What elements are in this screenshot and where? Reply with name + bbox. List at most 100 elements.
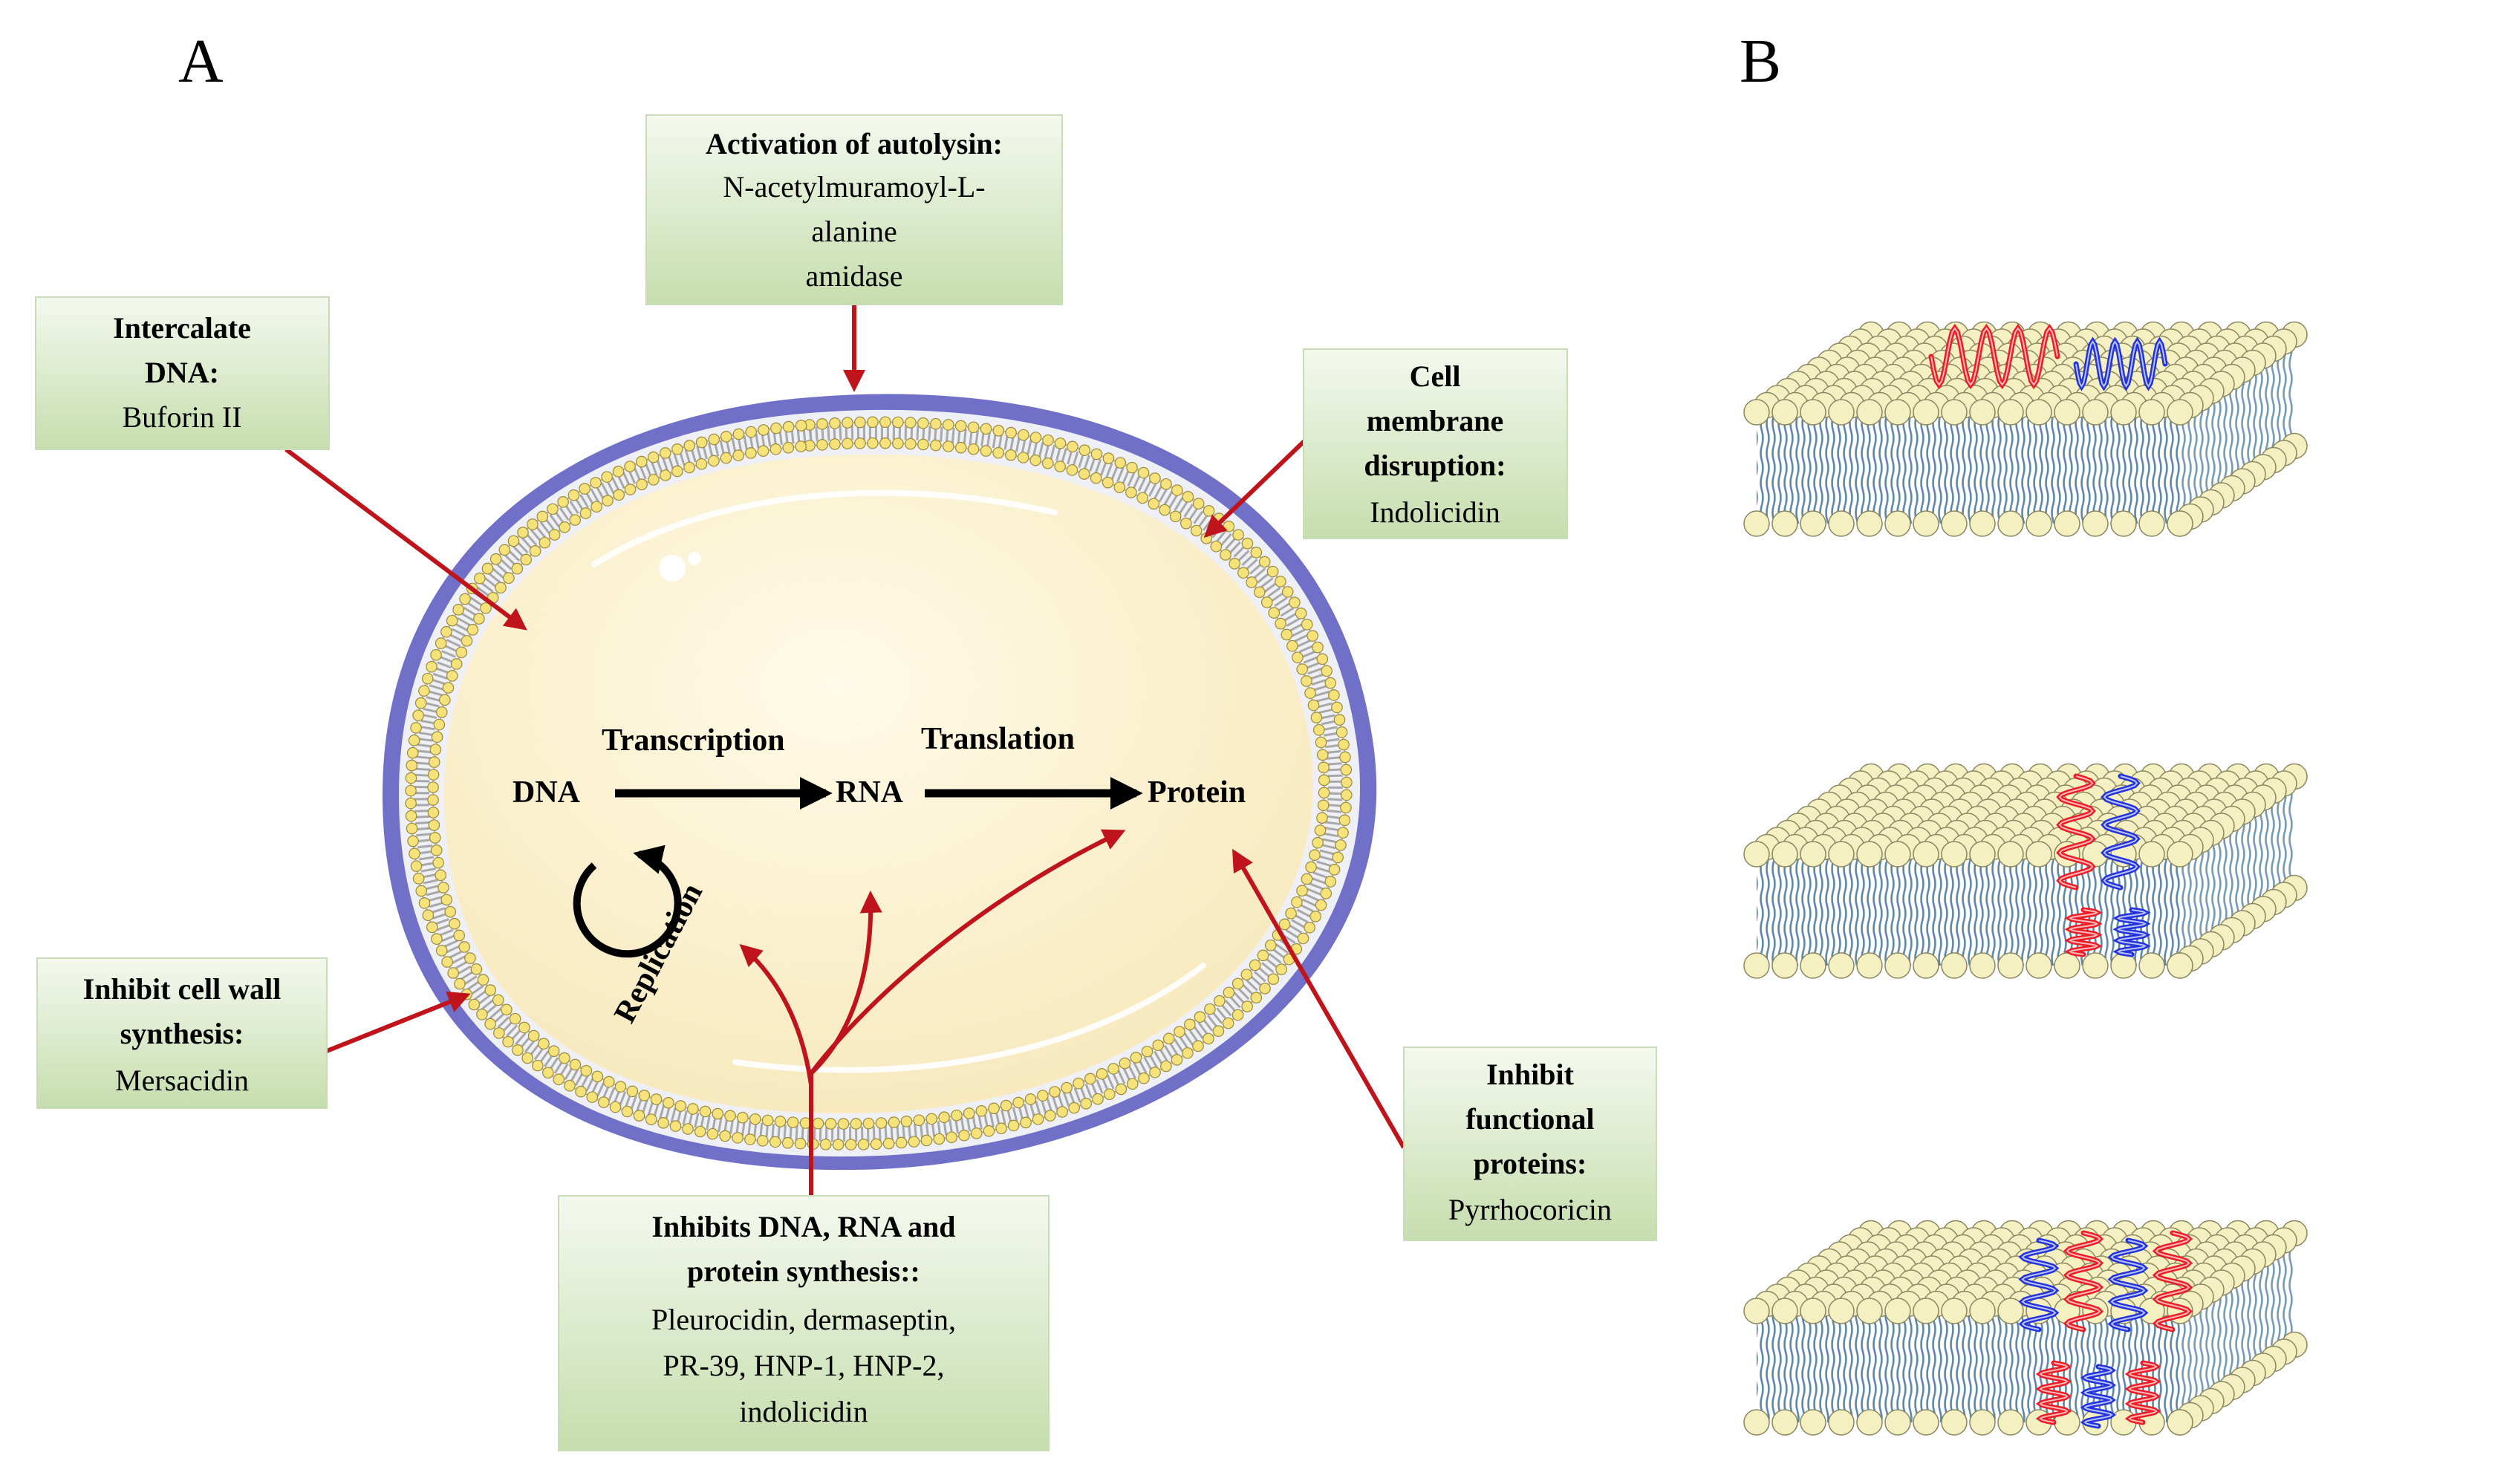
lipid-head (407, 835, 419, 847)
lipid-head (626, 1085, 639, 1098)
lipid-head (1259, 983, 1271, 995)
lipid-head (464, 952, 476, 964)
lipid-head (1125, 486, 1137, 498)
lipid-head (1241, 1000, 1253, 1012)
lipid-head (975, 1104, 988, 1117)
lipid-head (1090, 472, 1102, 484)
bilayer-carpet-model (1743, 321, 2308, 537)
bilayer-head (1771, 510, 1798, 537)
lipid-head (418, 897, 431, 909)
lipid-head (567, 489, 580, 501)
autolysin-title: Activation of autolysin: (706, 127, 1003, 160)
lipid-head (933, 1133, 946, 1145)
lipid-head (1291, 896, 1303, 908)
bilayer-head (1771, 399, 1798, 426)
bilayer-head (2167, 1409, 2193, 1436)
bilayer-head (1969, 1298, 1996, 1324)
bilayer-head (2054, 399, 2080, 426)
bilayer-front-tails (1757, 412, 2180, 524)
lipid-head (446, 670, 458, 682)
lipid-head (1240, 969, 1253, 980)
lipid-head (1253, 586, 1266, 599)
cell-highlight-dot (659, 555, 686, 582)
lipid-head (908, 1136, 920, 1148)
bilayer-head (1913, 841, 1939, 868)
lipid-head (1212, 1025, 1225, 1038)
lipid-head (671, 465, 683, 478)
lipid-head (1029, 432, 1042, 443)
lipid-head (892, 416, 904, 429)
lipid-head (1223, 986, 1235, 999)
lipid-head (992, 446, 1005, 459)
bilayer-head (2025, 952, 2052, 979)
bilayer-head (1828, 1409, 1855, 1436)
intercalate-title-1: Intercalate (113, 311, 251, 345)
lipid-head (1297, 932, 1309, 945)
lipid-head (732, 428, 745, 440)
bilayer-head (1800, 952, 1826, 979)
peptide-red-lower-highlight (2039, 1362, 2069, 1423)
lipid-head (1278, 918, 1291, 931)
lipid-head (674, 1100, 687, 1112)
lipid-head (980, 445, 992, 457)
bilayer-head (1969, 841, 1996, 868)
membrane-title-2: membrane (1367, 404, 1503, 437)
lipid-head (517, 527, 529, 538)
lipid-head (1169, 510, 1182, 523)
lipid-head (995, 1122, 1007, 1135)
lipid-head (590, 501, 602, 513)
lipid-head (1210, 540, 1223, 553)
peptide-blue-highlight (2075, 340, 2166, 388)
lipid-head (1328, 689, 1340, 701)
lipid-head (699, 1105, 712, 1118)
lipid-head (1152, 1039, 1165, 1052)
lipid-head (1054, 437, 1067, 449)
bilayer-toroidal-pore-model (1743, 1220, 2308, 1436)
lipid-head (954, 420, 967, 432)
lipid-head (1180, 517, 1192, 530)
lipid-head (1324, 876, 1337, 888)
cell-highlight-bottom (732, 963, 1206, 1073)
arrow-synthesis-protein (809, 829, 1126, 1075)
lipid-head (612, 466, 625, 478)
lipid-head (547, 503, 559, 515)
lipid-head (983, 1125, 995, 1137)
lipid-head (598, 1096, 610, 1108)
bilayer-head (1771, 841, 1798, 868)
bilayer-front-tails (1757, 1311, 2180, 1422)
bilayer-head (1828, 952, 1855, 979)
lipid-head (1067, 440, 1078, 453)
lipid-head (1162, 1032, 1175, 1045)
lipid-head (1312, 723, 1325, 736)
bilayer-head (1913, 952, 1939, 979)
lipid-head (988, 1102, 1000, 1115)
lipid-head (1056, 1106, 1068, 1118)
bilayer-head (1856, 1409, 1883, 1436)
lipid-head (708, 433, 720, 446)
lipid-head (547, 1045, 560, 1057)
bilayer-head (1913, 1298, 1939, 1324)
lipid-head (650, 1093, 663, 1105)
bilayer-head (1800, 1409, 1826, 1436)
lipid-head (512, 1044, 524, 1056)
lipid-head (1192, 498, 1205, 510)
lipid-head (1260, 596, 1273, 608)
lipid-tail-band (414, 424, 1343, 1142)
lipid-head (794, 1137, 807, 1150)
bilayer-barrel-stave-model (1743, 763, 2308, 979)
lipid-head (466, 624, 479, 636)
lipid-head (433, 718, 446, 731)
lipid-head (1317, 799, 1330, 812)
lipid-head (435, 706, 448, 718)
bilayer-head (1941, 1298, 1968, 1324)
lipid-head (1275, 963, 1287, 975)
membrane-body: Indolicidin (1370, 495, 1500, 529)
box-cellwall: Inhibit cell wall synthesis: Mersacidin (36, 957, 328, 1109)
bilayer-head (2025, 841, 2052, 868)
lipid-head (1316, 653, 1329, 665)
lipid-head (427, 807, 440, 819)
bilayer-head (1828, 399, 1855, 426)
lipid-head (1339, 751, 1351, 764)
lipid-head (1304, 921, 1315, 934)
lipid-head (745, 447, 757, 459)
